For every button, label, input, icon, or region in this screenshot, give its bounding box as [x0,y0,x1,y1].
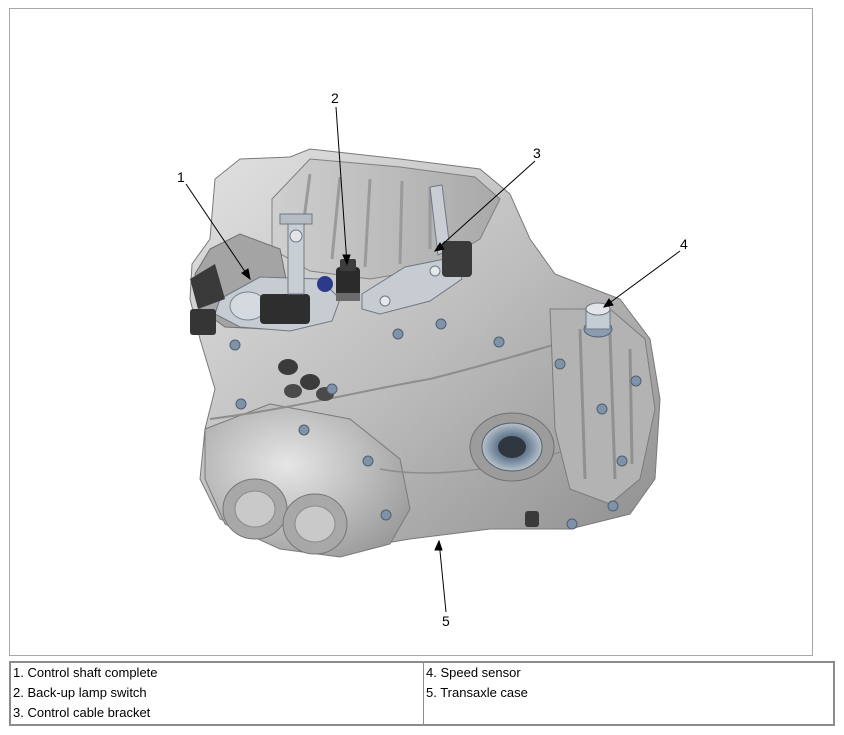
legend-column-right: 4. Speed sensor 5. Transaxle case [423,661,835,726]
legend-item-speed-sensor: 4. Speed sensor [426,665,521,680]
back-up-lamp-switch [336,259,360,301]
callout-1: 1 [177,169,185,185]
callout-3: 3 [533,145,541,161]
callout-2: 2 [331,90,339,106]
legend-item-transaxle-case: 5. Transaxle case [426,685,528,700]
callout-5: 5 [442,613,450,629]
transaxle-diagram: 1 2 3 4 5 [177,90,688,629]
transaxle-case [189,148,661,558]
legend-item-back-up-lamp-switch: 2. Back-up lamp switch [13,685,147,700]
control-shaft [190,213,341,335]
legend-column-left: 1. Control shaft complete 2. Back-up lam… [9,661,424,726]
figure-frame: 1 2 3 4 5 [9,8,813,656]
control-cable-bracket [361,184,472,315]
legend-item-control-shaft: 1. Control shaft complete [13,665,158,680]
case-bolts [229,318,642,530]
legend-item-control-cable-bracket: 3. Control cable bracket [13,705,151,720]
callout-leaders [185,106,681,613]
speed-sensor [583,302,613,338]
legend-table: 1. Control shaft complete 2. Back-up lam… [9,661,835,726]
callout-4: 4 [680,236,688,252]
